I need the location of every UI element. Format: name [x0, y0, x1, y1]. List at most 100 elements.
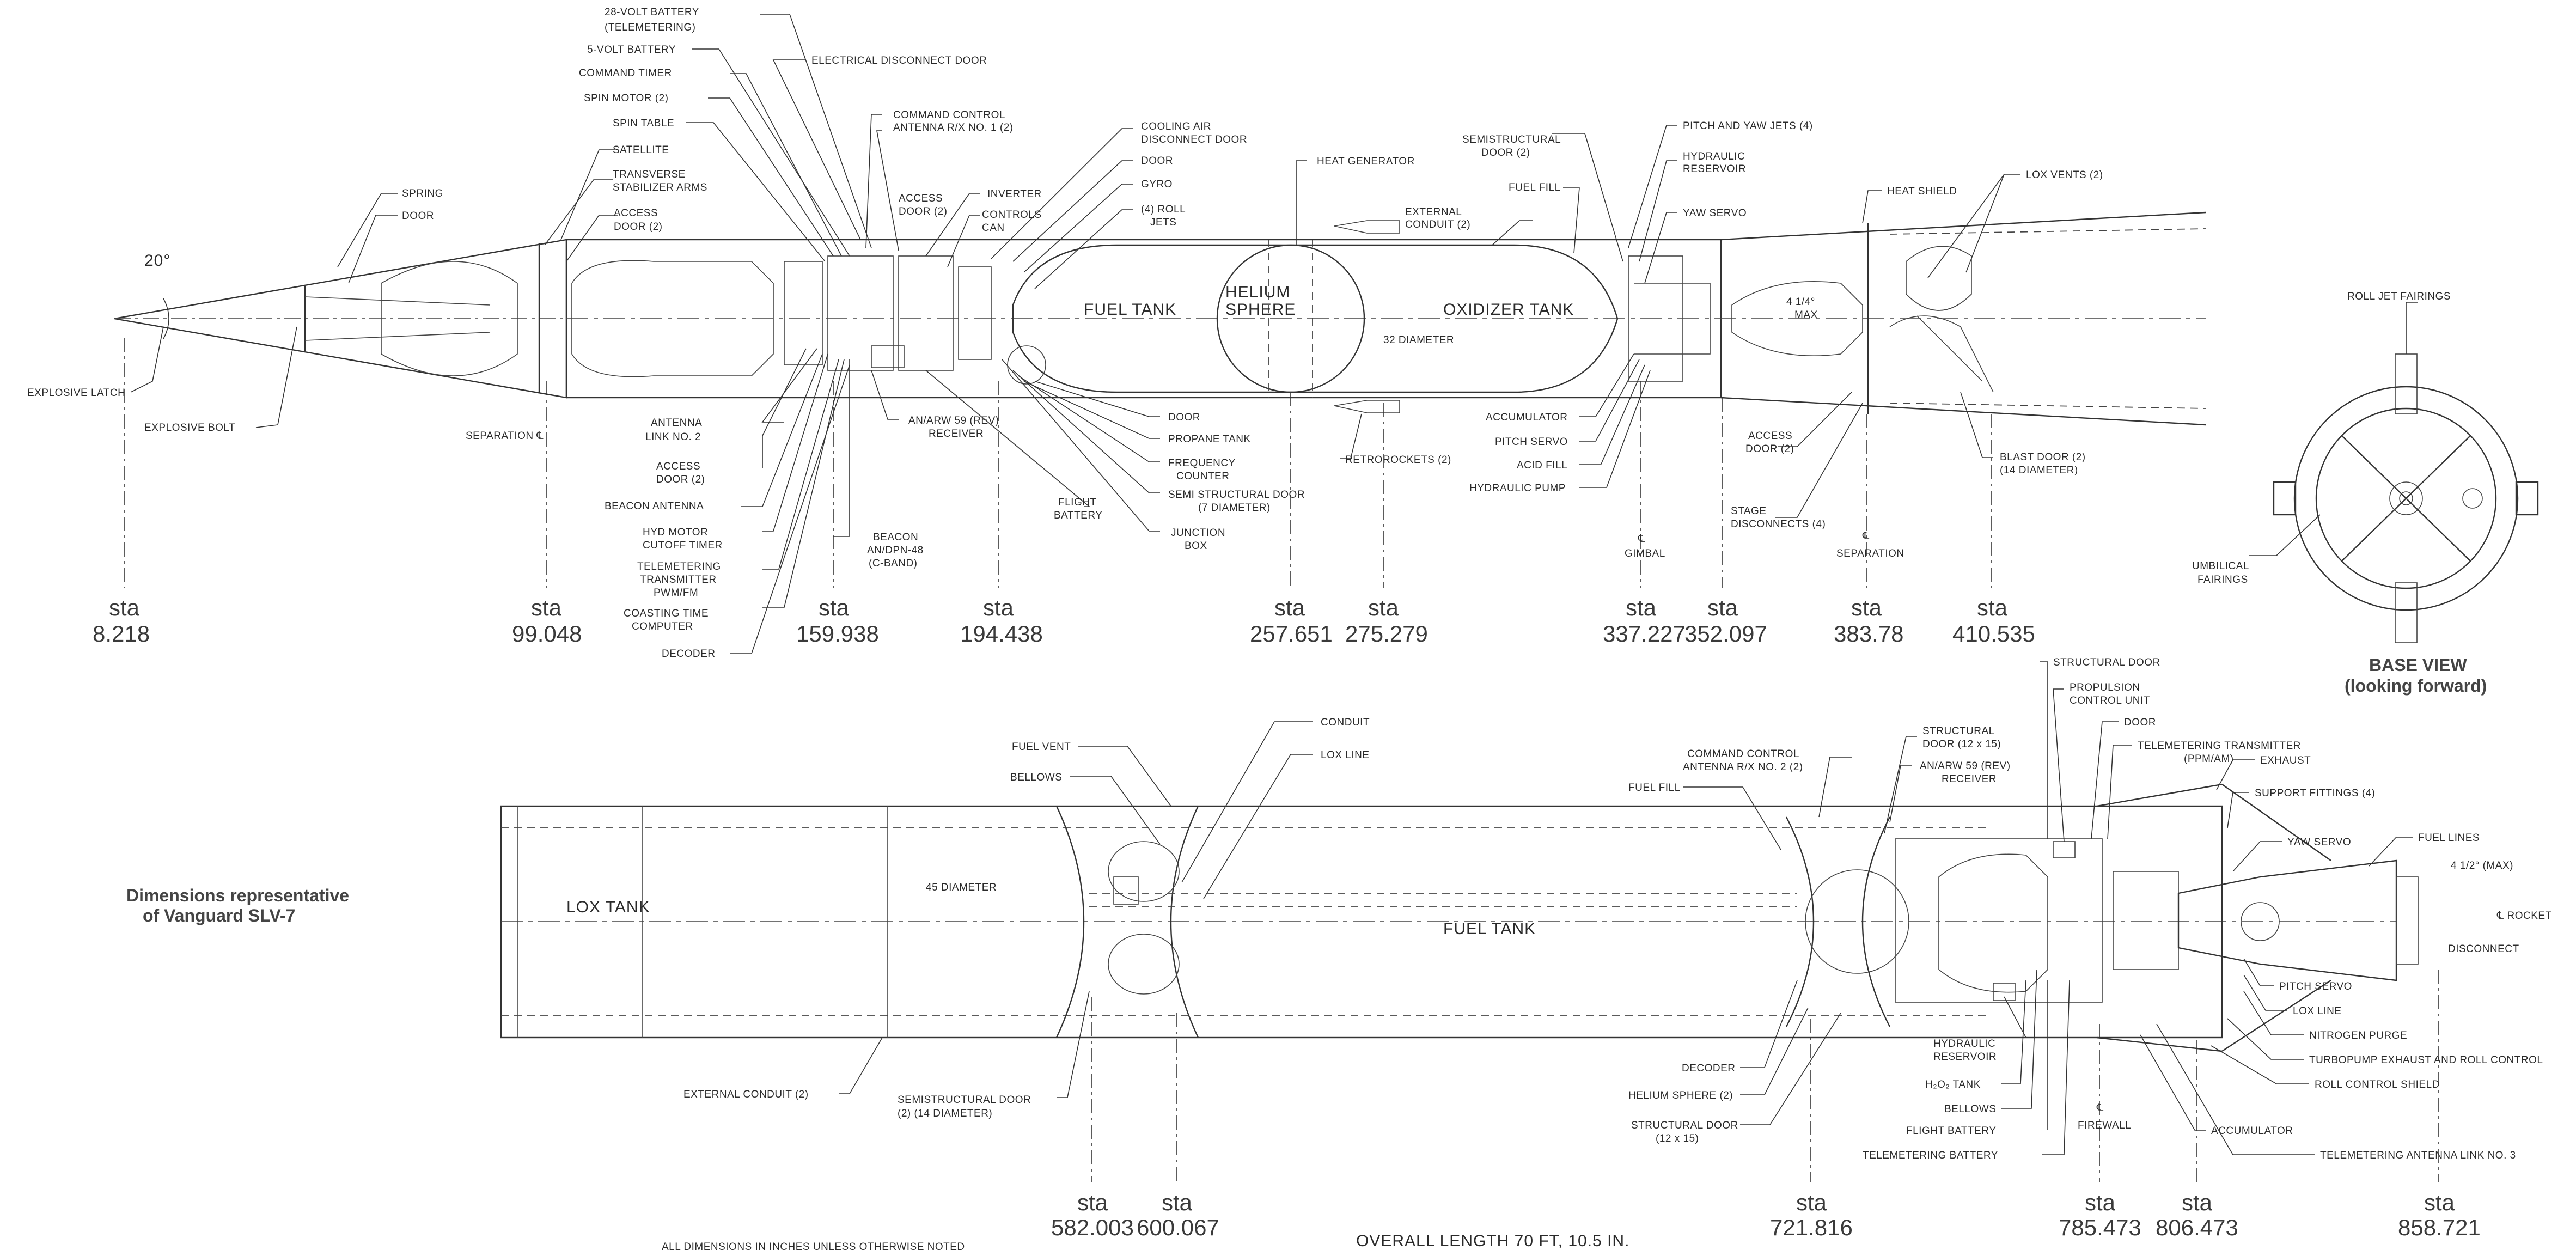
label-transverse-1: TRANSVERSE — [613, 169, 686, 180]
label-firewall-1: ℄ — [2096, 1102, 2104, 1114]
label-45-diameter: 45 DIAMETER — [926, 882, 997, 893]
label-lower-decoder: DECODER — [1682, 1063, 1736, 1074]
station-label: sta — [1796, 1190, 1827, 1215]
station-label: sta — [2424, 1190, 2455, 1215]
station-value: 194.438 — [960, 621, 1043, 647]
label-gimbal-2: GIMBAL — [1625, 548, 1665, 559]
label-door-2: DOOR — [1141, 155, 1173, 167]
label-helium-1: HELIUM — [1225, 283, 1290, 301]
label-beacon-1: BEACON — [873, 532, 918, 543]
label-controls-can-1: CONTROLS — [982, 209, 1042, 221]
dimensions-note-2: of Vanguard SLV-7 — [143, 906, 295, 925]
label-helium-sphere: HELIUM SPHERE (2) — [1628, 1090, 1733, 1101]
label-semistructural-2: DOOR (2) — [1481, 147, 1530, 158]
label-structural-2: DOOR (12 x 15) — [1922, 739, 2001, 750]
label-beacon-2: AN/DPN-48 — [867, 545, 924, 556]
label-access-door-1: ACCESS — [614, 208, 658, 219]
label-heat-generator: HEAT GENERATOR — [1317, 156, 1415, 167]
label-separation-2b: SEPARATION — [1836, 548, 1904, 559]
label-pitch-servo: PITCH SERVO — [1495, 436, 1568, 448]
station-value: 257.651 — [1250, 621, 1333, 647]
label-flight-battery-1: FLIGHT — [1058, 497, 1097, 508]
label-structural-1: STRUCTURAL — [1922, 725, 1995, 737]
station-value: 410.535 — [1952, 621, 2035, 647]
label-coasting-1: COASTING TIME — [624, 608, 709, 619]
label-command-timer: COMMAND TIMER — [579, 68, 672, 79]
label-max-angle-1: 4 1/4° — [1786, 296, 1815, 308]
label-roll-jets-1: (4) ROLL — [1141, 204, 1186, 215]
label-tele-antenna-link-3: TELEMETERING ANTENNA LINK NO. 3 — [2320, 1150, 2516, 1161]
label-stage-disc-2: DISCONNECTS (4) — [1731, 519, 1826, 530]
label-hyd-reservoir-2: RESERVOIR — [1933, 1051, 1997, 1063]
label-lower-lox-line: LOX LINE — [2293, 1005, 2342, 1017]
label-lower-max-angle: 4 1/2° (MAX) — [2451, 860, 2513, 871]
label-semistructural-door-2: (2) (14 DIAMETER) — [898, 1108, 992, 1119]
station-label: sta — [1077, 1190, 1108, 1215]
station-label: sta — [1274, 595, 1305, 620]
label-tele-tx-2: TRANSMITTER — [640, 574, 717, 586]
label-firewall-2: FIREWALL — [2078, 1120, 2131, 1131]
station-label: sta — [1368, 595, 1399, 620]
station-value: 858.721 — [2398, 1215, 2481, 1240]
label-hyd-reservoir-1: HYDRAULIC — [1933, 1038, 1995, 1050]
label-spring: SPRING — [402, 188, 443, 199]
label-lower-accumulator: ACCUMULATOR — [2211, 1125, 2293, 1137]
label-hyd-motor-2: CUTOFF TIMER — [643, 540, 723, 551]
label-propulsion-2: CONTROL UNIT — [2070, 695, 2150, 706]
station-label: sta — [1626, 595, 1657, 620]
label-fuel-tank: FUEL TANK — [1084, 301, 1176, 319]
station-value: 99.048 — [512, 621, 582, 647]
label-junction-2: BOX — [1185, 540, 1207, 552]
station-label: sta — [1162, 1190, 1193, 1215]
label-an-arw-1: AN/ARW 59 (REV) — [908, 415, 999, 426]
label-28v-battery: 28-VOLT BATTERY — [605, 7, 699, 18]
label-lower-flight-battery: FLIGHT BATTERY — [1906, 1125, 1996, 1137]
label-lower-pitch-servo: PITCH SERVO — [2279, 981, 2352, 992]
label-hyd-reservoir-2: RESERVOIR — [1683, 163, 1746, 175]
angle-label: 20° — [144, 252, 170, 270]
label-command-control-1: COMMAND CONTROL — [893, 109, 1005, 121]
station-label: sta — [983, 595, 1014, 620]
station-value: 383.78 — [1834, 621, 1903, 647]
dimensions-note-1: Dimensions representative — [126, 886, 349, 905]
station-value: 352.097 — [1684, 621, 1767, 647]
station-value: 275.279 — [1345, 621, 1428, 647]
label-spin-motor: SPIN MOTOR (2) — [584, 93, 669, 104]
label-acid-fill: ACID FILL — [1517, 460, 1567, 471]
all-dimensions-note: ALL DIMENSIONS IN INCHES UNLESS OTHERWIS… — [662, 1241, 965, 1253]
label-lox-line: LOX LINE — [1321, 749, 1370, 761]
label-cmd-control-1: COMMAND CONTROL — [1687, 748, 1799, 760]
station-value: 600.067 — [1137, 1215, 1219, 1240]
label-hydraulic-pump: HYDRAULIC PUMP — [1469, 483, 1566, 494]
label-separation: SEPARATION ℄ — [466, 430, 544, 442]
label-tele-tx-pm-1: TELEMETERING TRANSMITTER — [2138, 740, 2301, 752]
label-inverter: INVERTER — [987, 188, 1042, 200]
upper-stations: sta 8.218 sta 99.048 sta 159.938 sta 194… — [93, 595, 2035, 647]
station-label: sta — [109, 595, 140, 620]
station-label: sta — [819, 595, 850, 620]
station-label: sta — [1851, 595, 1882, 620]
label-coasting-2: COMPUTER — [632, 621, 693, 632]
label-freq-counter-2: COUNTER — [1176, 471, 1229, 482]
label-tele-tx-3: PWM/FM — [654, 587, 698, 599]
station-value: 721.816 — [1770, 1215, 1853, 1240]
label-structural-door-b1: STRUCTURAL DOOR — [1631, 1120, 1738, 1131]
label-lower-door: DOOR — [2124, 717, 2156, 728]
label-door: DOOR — [402, 210, 434, 222]
label-lower-an-arw-2: RECEIVER — [1942, 773, 1997, 785]
label-antenna-link-2: LINK NO. 2 — [645, 431, 701, 443]
label-beacon-antenna: BEACON ANTENNA — [605, 501, 704, 512]
label-tele-battery: TELEMETERING BATTERY — [1863, 1150, 1998, 1161]
label-separation-2a: ℄ — [1862, 531, 1870, 542]
label-access-door-b1: ACCESS — [899, 193, 943, 204]
label-propulsion-1: PROPULSION — [2070, 682, 2140, 693]
label-rocket-centerline: ℄ ROCKET — [2496, 910, 2552, 922]
label-access-door-b2: DOOR (2) — [899, 206, 948, 217]
label-structural-door: STRUCTURAL DOOR — [2053, 657, 2160, 668]
label-access-door-d2: DOOR (2) — [1745, 443, 1794, 455]
label-controls-can-2: CAN — [982, 222, 1005, 234]
lower-stations: sta 582.003 sta 600.067 sta 721.816 sta … — [1051, 1190, 2481, 1240]
label-access-door-c2: DOOR (2) — [656, 474, 705, 485]
station-label: sta — [2085, 1190, 2116, 1215]
label-junction-1: JUNCTION — [1171, 527, 1225, 539]
